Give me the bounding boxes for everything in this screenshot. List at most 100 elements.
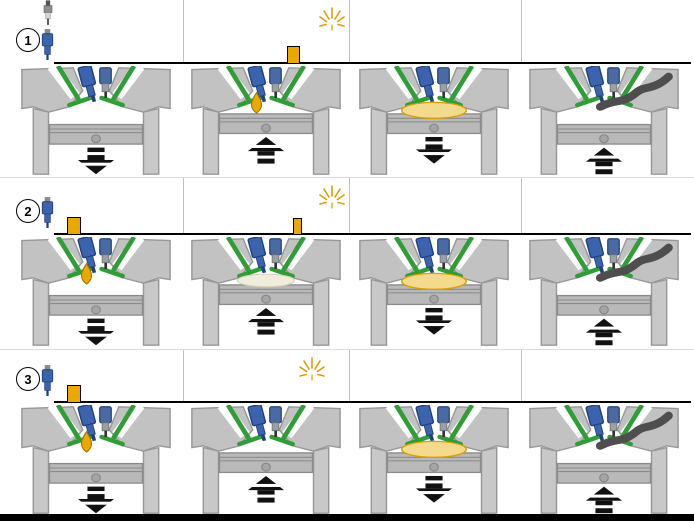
strategy-row-2: 2: [0, 178, 694, 347]
piston: [218, 284, 314, 335]
column-divider: [521, 350, 522, 401]
strategy-number-badge: 1: [16, 28, 40, 52]
column-divider: [183, 350, 184, 401]
piston: [556, 462, 652, 514]
fuel-injector: [415, 405, 435, 442]
engine-cylinder-compression-stroke: [191, 66, 341, 175]
cycle-timeline: [54, 233, 691, 236]
spark-plug: [269, 67, 282, 98]
spark-plug: [99, 67, 112, 98]
exhaust-valve: [99, 405, 137, 447]
engine-cylinder-intake-stroke: [21, 405, 171, 514]
cylinder-wall-right: [312, 107, 330, 175]
strategy-row-1: 1: [0, 0, 694, 176]
cycle-timeline: [54, 401, 691, 404]
engine-cylinder-compression-stroke: [191, 405, 341, 514]
fuel-injector: [585, 66, 605, 103]
piston-motion-arrow-down: [75, 318, 117, 346]
column-divider: [521, 178, 522, 233]
strategy-number: 1: [24, 32, 32, 48]
exhaust-valve: [99, 237, 137, 279]
spark-plug: [607, 406, 620, 437]
piston: [48, 294, 144, 346]
exhaust-valve: [437, 405, 475, 447]
slide-footer-bar: [0, 514, 694, 521]
engine-cylinder-exhaust-stroke: [529, 66, 679, 175]
cycle-timeline: [54, 62, 691, 65]
exhaust-gas: [595, 411, 673, 450]
intake-valve: [393, 66, 431, 108]
engine-cylinder-compression-stroke: [191, 237, 341, 346]
piston: [386, 452, 482, 503]
strategy-number: 3: [24, 371, 32, 387]
row-separator: [0, 177, 694, 178]
piston-motion-arrow-up: [245, 136, 287, 164]
spark-plug: [99, 238, 112, 269]
signal-source-icons: [40, 197, 55, 229]
exhaust-gas: [595, 72, 673, 111]
ignition-spark: [317, 184, 347, 210]
ignition-spark-icon: [319, 185, 345, 209]
cylinder-wall-left: [370, 446, 388, 514]
ignition-spark: [317, 6, 347, 32]
fuel-injector: [585, 405, 605, 442]
combustion-flame: [400, 101, 468, 120]
piston-motion-arrow-up: [245, 475, 287, 503]
cylinder-wall-left: [540, 107, 558, 175]
cylinder-wall-right: [650, 107, 668, 175]
cylinder-wall-right: [480, 446, 498, 514]
cylinder-wall-left: [32, 107, 50, 175]
injection-pulses: [0, 178, 694, 347]
ignition-spark-icon: [299, 357, 325, 381]
intake-valve: [563, 237, 601, 279]
intake-valve: [563, 66, 601, 108]
fuel-injector: [77, 405, 97, 442]
strategy-row-3: 3: [0, 350, 694, 515]
fuel-injector-icon: [41, 197, 54, 228]
fuel-droplet: [80, 430, 93, 453]
column-divider: [521, 0, 522, 62]
piston-motion-arrow-down: [75, 486, 117, 514]
stroke-sequence: [0, 350, 694, 515]
combustion-flame: [400, 440, 468, 459]
fuel-droplet: [80, 262, 93, 285]
fuel-injector: [77, 66, 97, 103]
exhaust-valve: [99, 66, 137, 108]
column-divider: [349, 0, 350, 62]
fuel-injector: [415, 237, 435, 274]
spark-plug: [437, 238, 450, 269]
fuel-injector: [247, 237, 267, 274]
cylinder-wall-left: [32, 446, 50, 514]
piston-motion-arrow-down: [413, 307, 455, 335]
cylinder-wall-right: [142, 446, 160, 514]
engine-cylinder-power-stroke: [359, 66, 509, 175]
signal-source-icons: [40, 0, 55, 61]
strategy-number-badge: 3: [16, 367, 40, 391]
spark-plug: [607, 238, 620, 269]
piston-motion-arrow-up: [583, 318, 625, 346]
fuel-injector: [77, 237, 97, 274]
piston: [218, 452, 314, 503]
fuel-injector-icon: [41, 365, 54, 396]
cylinder-wall-right: [142, 107, 160, 175]
engine-cylinder-power-stroke: [359, 405, 509, 514]
injection-pulse: [67, 385, 81, 403]
piston: [386, 284, 482, 335]
intake-valve: [225, 237, 263, 279]
cylinder-wall-left: [540, 446, 558, 514]
fuel-droplet: [250, 91, 263, 114]
spark-plug: [99, 406, 112, 437]
piston-motion-arrow-up: [583, 147, 625, 175]
engine-cylinder-power-stroke: [359, 237, 509, 346]
intake-valve: [393, 237, 431, 279]
column-divider: [349, 178, 350, 233]
piston: [556, 294, 652, 346]
spark-plug: [269, 406, 282, 437]
piston: [386, 113, 482, 164]
injection-pulses: [0, 0, 694, 176]
cylinder-wall-right: [650, 278, 668, 346]
strategy-number: 2: [24, 203, 32, 219]
injection-pulses: [0, 350, 694, 515]
cylinder-wall-right: [142, 278, 160, 346]
